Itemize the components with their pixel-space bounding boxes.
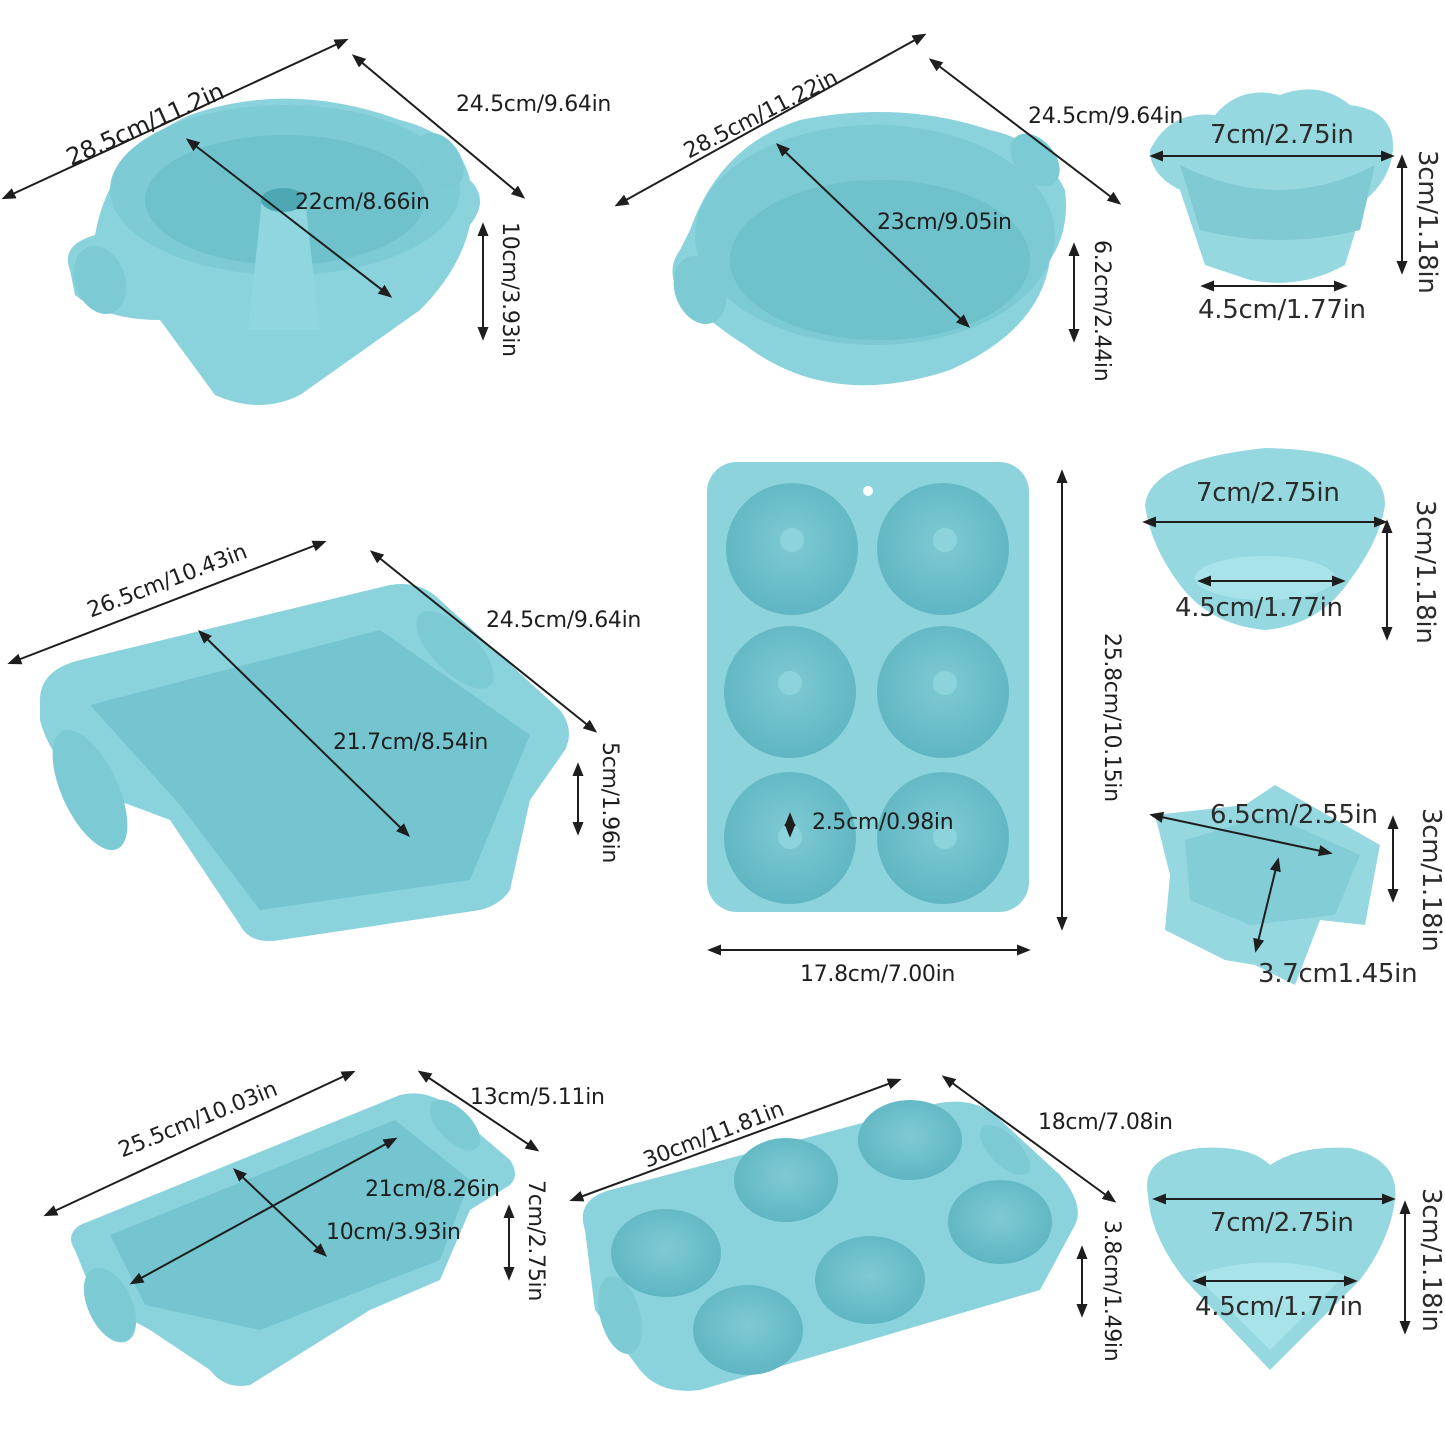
loaf-pan-inner-width-label: 10cm/3.93in [326,1220,461,1245]
loaf-pan-inner-length-label: 21cm/8.26in [365,1177,500,1202]
round-pan-width-label: 24.5cm/9.64in [1028,104,1184,129]
round-cup-height-label: 3cm/1.18in [1410,500,1440,644]
heart-cup-bottom-label: 4.5cm/1.77in [1195,1292,1363,1322]
muffin-pan-width-label: 18cm/7.08in [1038,1110,1173,1135]
flower-cup-top-label: 7cm/2.75in [1210,120,1354,150]
square-pan-diagonal-label: 21.7cm/8.54in [333,730,489,755]
star-cup-top-label: 6.5cm/2.55in [1210,800,1378,830]
bundt-height-label: 10cm/3.93in [497,222,522,357]
bundt-diameter-label: 22cm/8.66in [295,190,430,215]
heart-cup-height-label: 3cm/1.18in [1416,1188,1445,1332]
round-pan-diameter-label: 23cm/9.05in [877,210,1012,235]
bundt-width-label: 24.5cm/9.64in [456,92,612,117]
flower-cup-height-label: 3cm/1.18in [1412,150,1442,294]
round-cup-bottom-label: 4.5cm/1.77in [1175,593,1343,623]
donut-hole-label: 2.5cm/0.98in [812,810,954,835]
dimension-arrows [1,33,1411,1335]
muffin-pan-height-label: 3.8cm/1.49in [1099,1220,1124,1362]
star-cup-height-label: 3cm/1.18in [1416,808,1445,952]
donut-pan-width-label: 17.8cm/7.00in [800,962,956,987]
donut-pan [707,462,1029,912]
loaf-pan-height-label: 7cm/2.75in [523,1180,548,1301]
square-pan-width-label: 24.5cm/9.64in [486,608,642,633]
square-pan [40,584,569,941]
flower-cup [1150,89,1394,283]
heart-cup-top-label: 7cm/2.75in [1210,1208,1354,1238]
donut-pan-height-label: 25.8cm/10.15in [1099,633,1124,802]
loaf-pan-width-label: 13cm/5.11in [470,1085,605,1110]
round-pan [672,112,1066,386]
round-pan-height-label: 6.2cm/2.44in [1089,240,1114,382]
square-pan-height-label: 5cm/1.96in [597,742,622,863]
heart-cup [1147,1147,1396,1370]
flower-cup-bottom-label: 4.5cm/1.77in [1198,295,1366,325]
round-cup-top-label: 7cm/2.75in [1196,478,1340,508]
star-cup-inner-label: 3.7cm1.45in [1258,959,1418,989]
